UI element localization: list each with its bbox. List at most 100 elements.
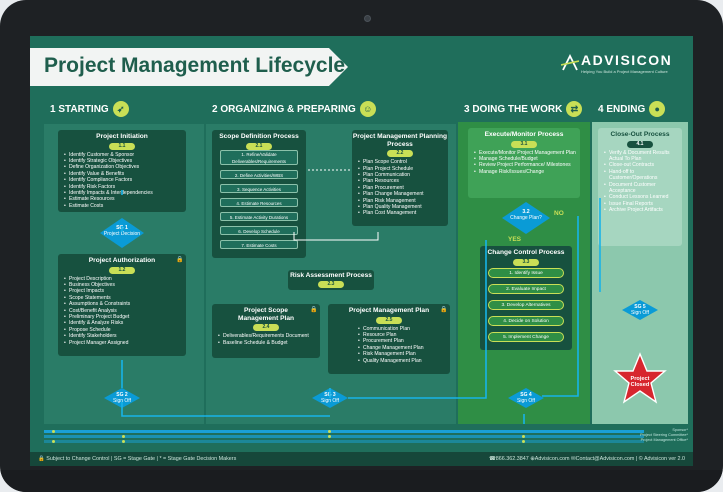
phase-header-doing: 3 DOING THE WORK⇄: [458, 98, 590, 122]
pm-plan-box: 🔒 Project Management Plan 2.5 Communicat…: [328, 304, 450, 374]
list-item: Cost/Benefit Analysis: [64, 308, 182, 315]
list-item: Project Manager Assigned: [64, 340, 182, 347]
pm-plan-list: Communication Plan Resource Plan Procure…: [328, 326, 450, 365]
phase-ending: 4 ENDING● Close-Out Process 4.1 Verify &…: [592, 98, 688, 424]
gate-marker: [328, 430, 331, 433]
sponsor-line: [44, 430, 644, 433]
list-item: Execute/Monitor Project Management Plan: [474, 150, 576, 157]
brand: ADVISICON Helping You Build a Project Ma…: [561, 52, 681, 82]
list-item: Deliverables/Requirements Document: [218, 333, 316, 340]
stage-gate-5: SG 5 Sign Off: [622, 300, 658, 320]
gate-marker: [522, 435, 525, 438]
list-item: Issue Final Reports: [604, 201, 678, 208]
close-out-box: Close-Out Process 4.1 Verify & Document …: [598, 128, 682, 246]
list-item: Plan Scope Control: [358, 159, 444, 166]
timeline-label-steering: Project Steering Committee*: [640, 433, 688, 437]
phase-body: Project Initiation 1.1 Identify Customer…: [44, 124, 204, 424]
list-item: Conduct Lessons Learned: [604, 194, 678, 201]
scope-step-7: 7. Estimate Costs: [220, 240, 298, 249]
footer: 🔒 Subject to Change Control | SG = Stage…: [30, 452, 693, 466]
footer-legend: Subject to Change Control | SG = Stage G…: [46, 456, 237, 462]
list-item: Document Customer Acceptance: [604, 182, 678, 195]
authorization-list: Project Description Business Objectives …: [58, 276, 186, 347]
yes-label: YES: [508, 236, 522, 243]
initiation-list: Identify Customer & Sponsor Identify Str…: [58, 152, 186, 210]
list-item: Identify Customer & Sponsor: [64, 152, 182, 159]
list-item: Assumptions & Constraints: [64, 301, 182, 308]
process-number: 2.2: [387, 150, 413, 158]
phase-label: 3 DOING THE WORK: [464, 104, 563, 115]
list-item: Identify Risk Factors: [64, 184, 182, 191]
list-item: Baseline Schedule & Budget: [218, 340, 316, 347]
list-item: Preliminary Project Budget: [64, 314, 182, 321]
list-item: Manage Risk/Issues/Change: [474, 169, 576, 176]
list-item: Plan Resources: [358, 178, 444, 185]
scope-step-1: 1. Refine/Validate Deliverables/Requirem…: [220, 150, 298, 165]
list-item: Hand-off to Customer/Operations: [604, 169, 678, 182]
brand-name: ADVISICON: [581, 52, 673, 68]
change-step-4: 4. Decide on Solution: [488, 316, 564, 326]
box-title: Project Authorization: [88, 257, 156, 264]
list-item: Identify Compliance Factors: [64, 177, 182, 184]
closeout-list: Verify & Document Results Actual To Plan…: [598, 150, 682, 214]
scope-step-3: 3. Sequence Activities: [220, 184, 298, 193]
gate-marker: [522, 440, 525, 443]
no-label: NO: [554, 210, 564, 217]
gate-marker: [328, 435, 331, 438]
list-item: Archive Project Artifacts: [604, 207, 678, 214]
scope-step-6: 6. Develop Schedule: [220, 226, 298, 235]
box-title: Risk Assessment Process: [290, 272, 372, 279]
list-item: Identify Value & Benefits: [64, 171, 182, 178]
list-item: Estimate Costs: [64, 203, 182, 210]
timeline-label-sponsor: Sponsor*: [672, 428, 688, 432]
list-item: Define Organization Objectives: [64, 164, 182, 171]
process-number: 4.1: [627, 140, 653, 148]
pm-planning-box: Project Management Planning Process 2.2 …: [352, 130, 448, 226]
list-item: Plan Quality Management: [358, 204, 444, 211]
list-item: Plan Risk Management: [358, 198, 444, 205]
device-bezel: [0, 470, 723, 492]
pmo-line: [44, 440, 644, 443]
gate-code: SG 2: [116, 392, 128, 398]
list-item: Business Objectives: [64, 282, 182, 289]
list-item: Review Project Performance/ Milestones: [474, 162, 576, 169]
phase-label: 1 STARTING: [50, 104, 109, 115]
list-item: Quality Management Plan: [358, 358, 446, 365]
gate-label: Sign Off: [321, 398, 339, 404]
list-item: Identify Impacts & Interdependencies: [64, 190, 182, 197]
list-item: Identify Stakeholders: [64, 333, 182, 340]
risk-assessment-box: Risk Assessment Process 2.3: [288, 270, 374, 290]
list-item: Estimate Resources: [64, 196, 182, 203]
gate-code: SG 4: [520, 392, 532, 398]
toggle-icon: ⇄: [566, 101, 583, 118]
process-number: 2.3: [318, 280, 344, 288]
process-number: 3.3: [513, 258, 539, 266]
list-item: Close-out Contracts: [604, 162, 678, 169]
scope-step-4: 4. Estimate Resources: [220, 198, 298, 207]
decision-maker-timeline: Sponsor* Project Steering Committee* Pro…: [44, 428, 688, 448]
process-number: 1.1: [109, 142, 135, 150]
footer-email[interactable]: Contact@Advisicon.com | © Advisicon ver …: [575, 456, 685, 462]
rocket-icon: ➶: [112, 101, 129, 118]
project-authorization-box: 🔒 Project Authorization 1.2 Project Desc…: [58, 254, 186, 356]
phase-label: 2 ORGANIZING & PREPARING: [212, 104, 356, 115]
footer-website[interactable]: Advisicon.com: [534, 456, 570, 462]
process-number: 3.1: [511, 140, 537, 148]
scope-definition-box: Scope Definition Process 2.1 1. Refine/V…: [212, 130, 306, 258]
stage-gate-4: SG 4 Sign Off: [508, 388, 544, 408]
change-step-1: 1. Identify Issue: [488, 268, 564, 278]
list-item: Verify & Document Results Actual To Plan: [604, 150, 678, 163]
project-closed-label: Project Closed: [630, 376, 650, 389]
mail-icon: ✉: [571, 456, 576, 462]
lock-icon: 🔒: [176, 257, 184, 263]
stage-gate-2: SG 2 Sign Off: [104, 388, 140, 408]
box-title: Change Control Process: [487, 249, 565, 256]
list-item: Scope Statements: [64, 295, 182, 302]
scope-management-plan-box: 🔒 Project Scope Management Plan 2.4 Deli…: [212, 304, 320, 358]
gate-label: Project Decision: [103, 231, 141, 237]
diagram-screen: Project Management Lifecycle ADVISICON H…: [30, 36, 693, 466]
list-item: Project Impacts: [64, 288, 182, 295]
stage-gate-3: SG 3 Sign Off: [312, 388, 348, 408]
scope-step-2: 2. Define Activities/WBS: [220, 170, 298, 179]
people-icon: ☺: [359, 101, 376, 118]
